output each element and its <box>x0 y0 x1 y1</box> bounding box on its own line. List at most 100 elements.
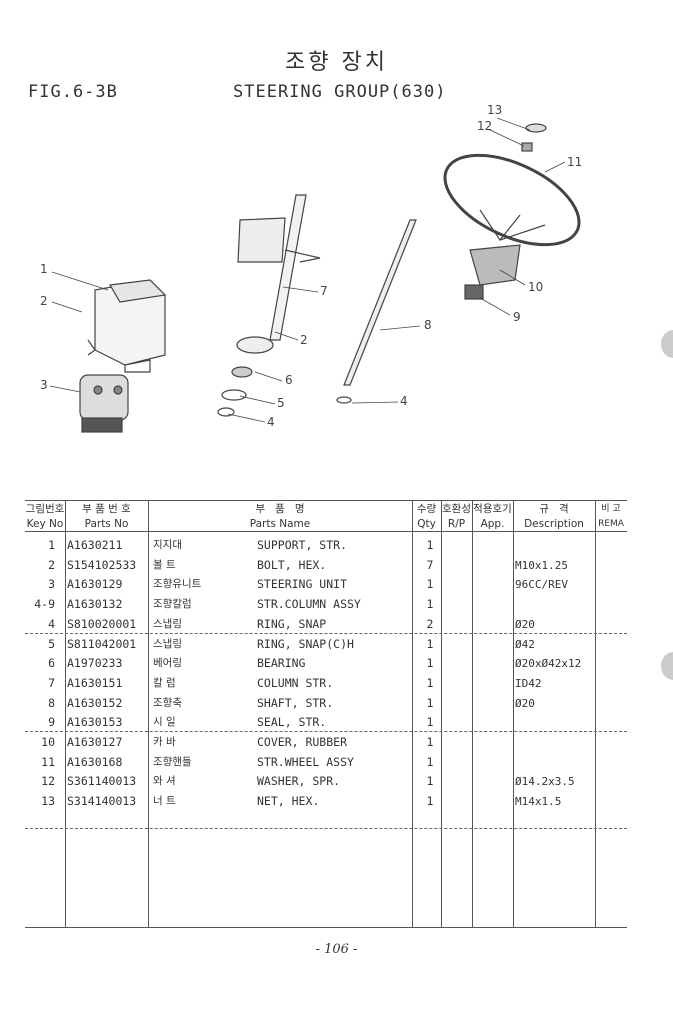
header-ko: 부 품 번 호 <box>82 503 131 515</box>
parts-no: S811042001 <box>67 636 137 651</box>
qty: 1 <box>426 656 434 671</box>
parts-no: S810020001 <box>67 616 137 631</box>
header-qty: 수량 Qty <box>412 502 441 532</box>
description: Ø20 <box>515 696 535 710</box>
key-no: 3 <box>48 577 55 592</box>
parts-name: SHAFT, STR. <box>257 695 334 710</box>
parts-no: A1630151 <box>67 675 123 690</box>
header-en: R/P <box>447 518 466 530</box>
steering-wheel-drawing <box>443 123 581 300</box>
callout-8: 8 <box>424 318 432 332</box>
table-bottom-rule <box>25 927 627 928</box>
parts-name-ko: 너 트 <box>153 795 176 808</box>
parts-name-ko: 시 일 <box>153 716 176 729</box>
steering-column-drawing <box>217 194 321 417</box>
description: 96CC/REV <box>515 578 568 592</box>
parts-name-ko: 조향핸들 <box>153 755 192 768</box>
header-rp: 호환성 R/P <box>441 502 472 532</box>
description: M14x1.5 <box>515 795 562 809</box>
qty: 1 <box>426 597 434 612</box>
qty: 1 <box>426 715 434 730</box>
table-top-rule <box>25 500 627 501</box>
description: ID42 <box>515 676 542 690</box>
callout-4: 4 <box>267 415 275 429</box>
parts-name-ko: 조향축 <box>153 696 182 709</box>
key-no: 11 <box>41 754 55 769</box>
col-divider <box>412 500 413 928</box>
key-no: 4 <box>48 616 55 631</box>
steering-shaft-drawing <box>336 219 417 404</box>
parts-no: A1630153 <box>67 715 123 730</box>
header-en: Key No <box>26 518 64 530</box>
parts-name: COVER, RUBBER <box>257 735 348 749</box>
parts-no: A1630132 <box>67 597 123 612</box>
parts-name-ko: 스냅링 <box>153 637 182 650</box>
qty: 1 <box>426 695 434 710</box>
callout-10: 10 <box>528 280 544 294</box>
qty: 1 <box>426 754 434 769</box>
parts-name-ko: 칼 럼 <box>153 676 176 689</box>
punch-hole <box>661 652 673 680</box>
header-en: Qty <box>417 518 436 530</box>
qty: 1 <box>426 794 434 809</box>
description: M10x1.25 <box>515 558 568 572</box>
group-separator <box>25 828 627 829</box>
qty: 1 <box>426 774 434 789</box>
key-no: 6 <box>48 656 55 671</box>
header-parts-name: 부 품 명 Parts Name <box>148 502 412 532</box>
group-separator <box>25 731 627 732</box>
parts-name-ko: 조향유니트 <box>153 578 202 591</box>
key-no: 8 <box>48 695 55 710</box>
table-row: 5 S811042001 스냅링 RING, SNAP(C)H 1 Ø42 <box>25 635 627 654</box>
header-ko: 수량 <box>416 503 437 515</box>
header-rule <box>25 531 627 532</box>
header-ko: 부 품 명 <box>255 503 305 515</box>
parts-name-ko: 스냅링 <box>153 617 182 630</box>
key-no: 10 <box>41 735 55 749</box>
page-title-korean: 조향 장치 <box>285 50 388 75</box>
parts-name: SEAL, STR. <box>257 715 327 730</box>
parts-name-ko: 조향칼럼 <box>153 598 192 611</box>
parts-no: S361140013 <box>67 774 137 789</box>
col-divider <box>148 500 149 928</box>
description: Ø42 <box>515 637 535 651</box>
parts-name: RING, SNAP(C)H <box>257 636 354 651</box>
parts-name-ko: 지지대 <box>153 539 182 551</box>
qty: 1 <box>426 577 434 592</box>
callout-2b: 2 <box>300 333 308 347</box>
description: Ø20 <box>515 617 535 631</box>
parts-name: SUPPORT, STR. <box>257 538 348 552</box>
parts-no: S314140013 <box>67 794 137 809</box>
callout-3: 3 <box>40 378 48 392</box>
key-no: 2 <box>48 557 55 572</box>
header-ko: 호환성 <box>442 503 471 515</box>
callout-2: 2 <box>40 294 48 308</box>
header-en: Parts Name <box>249 518 311 530</box>
qty: 1 <box>426 538 434 552</box>
parts-name-ko: 베어링 <box>153 657 182 670</box>
header-ko: 규 격 <box>539 503 569 515</box>
group-title: STEERING GROUP(630) <box>233 82 447 102</box>
key-no: 5 <box>48 636 55 651</box>
qty: 1 <box>426 735 434 749</box>
callout-11: 11 <box>567 155 583 169</box>
page-number: - 106 - <box>315 942 358 957</box>
parts-no: A1630211 <box>67 538 123 552</box>
qty: 1 <box>426 636 434 651</box>
description: Ø20xØ42x12 <box>515 657 582 671</box>
key-no: 7 <box>48 675 55 690</box>
callout-13: 13 <box>487 103 503 117</box>
parts-name: BEARING <box>257 656 306 671</box>
parts-name-ko: 카 바 <box>153 736 176 748</box>
parts-name: NET, HEX. <box>257 794 320 809</box>
